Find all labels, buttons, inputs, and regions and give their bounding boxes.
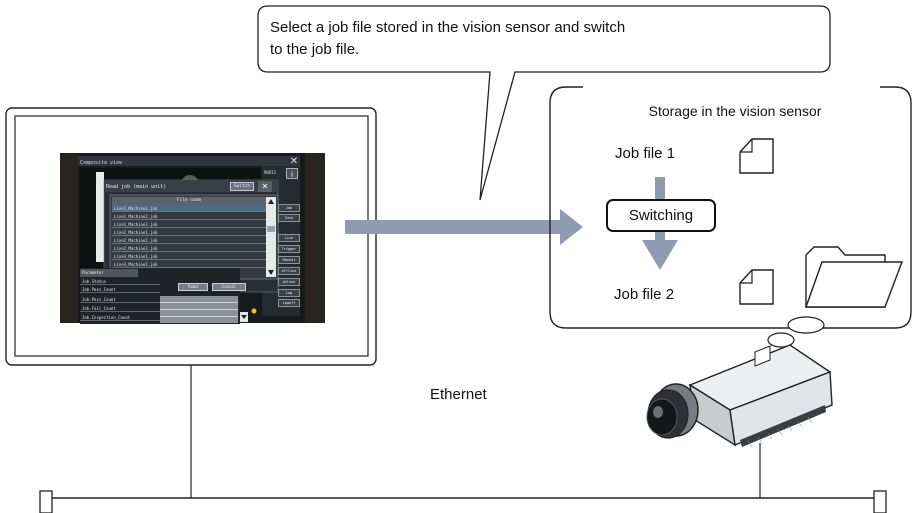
screen-titlebar: [78, 156, 300, 166]
file-list-header: File name: [176, 198, 202, 203]
side-button-online[interactable]: Online: [278, 278, 300, 286]
switch-button[interactable]: Switch: [230, 182, 254, 191]
side-button-job[interactable]: Job: [278, 204, 300, 212]
parameter-row: Job.Pass_Count: [80, 296, 160, 303]
side-button-save[interactable]: Save: [278, 214, 300, 222]
storage-box: [549, 86, 912, 329]
file-row[interactable]: Line1_Machine2.job: [112, 213, 266, 220]
screen-close-icon[interactable]: ✕: [289, 156, 299, 167]
switching-label: Switching: [606, 199, 716, 232]
mode-label: RNDIS: [264, 170, 277, 175]
transfer-arrow: [345, 209, 583, 245]
callout-text: Select a job file stored in the vision s…: [270, 17, 790, 61]
file-row-selected-bg: [112, 205, 266, 212]
terminator-right: [873, 490, 887, 513]
file-row[interactable]: Line2_Machine2.job: [112, 237, 266, 244]
storage-title: Storage in the vision sensor: [570, 103, 900, 119]
side-button-trigger[interactable]: Trigger: [278, 245, 300, 253]
screen-side-left: [60, 153, 78, 323]
parameter-row: Job.Status: [80, 278, 160, 285]
side-button-live[interactable]: Live: [278, 234, 300, 242]
folder-icon: [805, 246, 904, 308]
file-row[interactable]: Line1_Machine1.job: [112, 205, 266, 212]
cancel-button[interactable]: Cancel: [212, 283, 246, 291]
file-row[interactable]: Line2_Machine1.job: [112, 229, 266, 236]
vision-sensor-camera: [646, 344, 833, 448]
parameter-row: Job.Inspection_Count: [80, 314, 160, 321]
file-row[interactable]: Line1_Machine3.job: [112, 221, 266, 228]
storage-title-text: Storage in the vision sensor: [642, 103, 828, 119]
side-button-manual[interactable]: Manual: [278, 256, 300, 264]
side-button-logoff[interactable]: Logoff: [278, 299, 300, 307]
callout-bubble: [257, 5, 831, 201]
file-row[interactable]: Line3_Machine2.job: [112, 261, 266, 268]
callout-line-1: Select a job file stored in the vision s…: [270, 19, 626, 36]
switch-arrow-head: [642, 240, 678, 270]
dialog-title: Read job (main unit): [106, 184, 167, 190]
camera-object-bar: [96, 172, 104, 262]
document-icon-1: [739, 138, 774, 174]
thought-bubble-large: [787, 316, 825, 334]
info-button[interactable]: i: [286, 168, 298, 179]
terminator-left: [39, 490, 53, 513]
document-icon-2: [739, 269, 774, 305]
file-row[interactable]: Line2_Machine3.job: [112, 245, 266, 252]
side-button-log[interactable]: Log: [278, 289, 300, 297]
callout-line-2: to the job file.: [270, 41, 360, 58]
parameter-row: Job.Pass_Count: [80, 286, 160, 293]
parameter-header: Parameter: [80, 269, 138, 277]
screen-side-right: [305, 153, 325, 323]
job-file-1-label: Job file 1: [615, 145, 676, 162]
file-list-header: [112, 197, 266, 205]
screen-title: Composite view: [80, 160, 123, 166]
parameter-row: Job.Fail_Count: [80, 305, 160, 312]
file-row[interactable]: Line3_Machine1.job: [112, 253, 266, 260]
file-list-scrollbar: [266, 197, 276, 277]
side-button-offline[interactable]: Offline: [278, 267, 300, 275]
thought-bubble-small: [767, 332, 795, 348]
ethernet-label: Ethernet: [430, 386, 487, 403]
status-indicator: [251, 308, 257, 314]
job-file-2-label: Job file 2: [614, 286, 675, 303]
dialog-close-icon[interactable]: ✕: [258, 181, 272, 192]
read-button[interactable]: Read: [178, 283, 208, 291]
